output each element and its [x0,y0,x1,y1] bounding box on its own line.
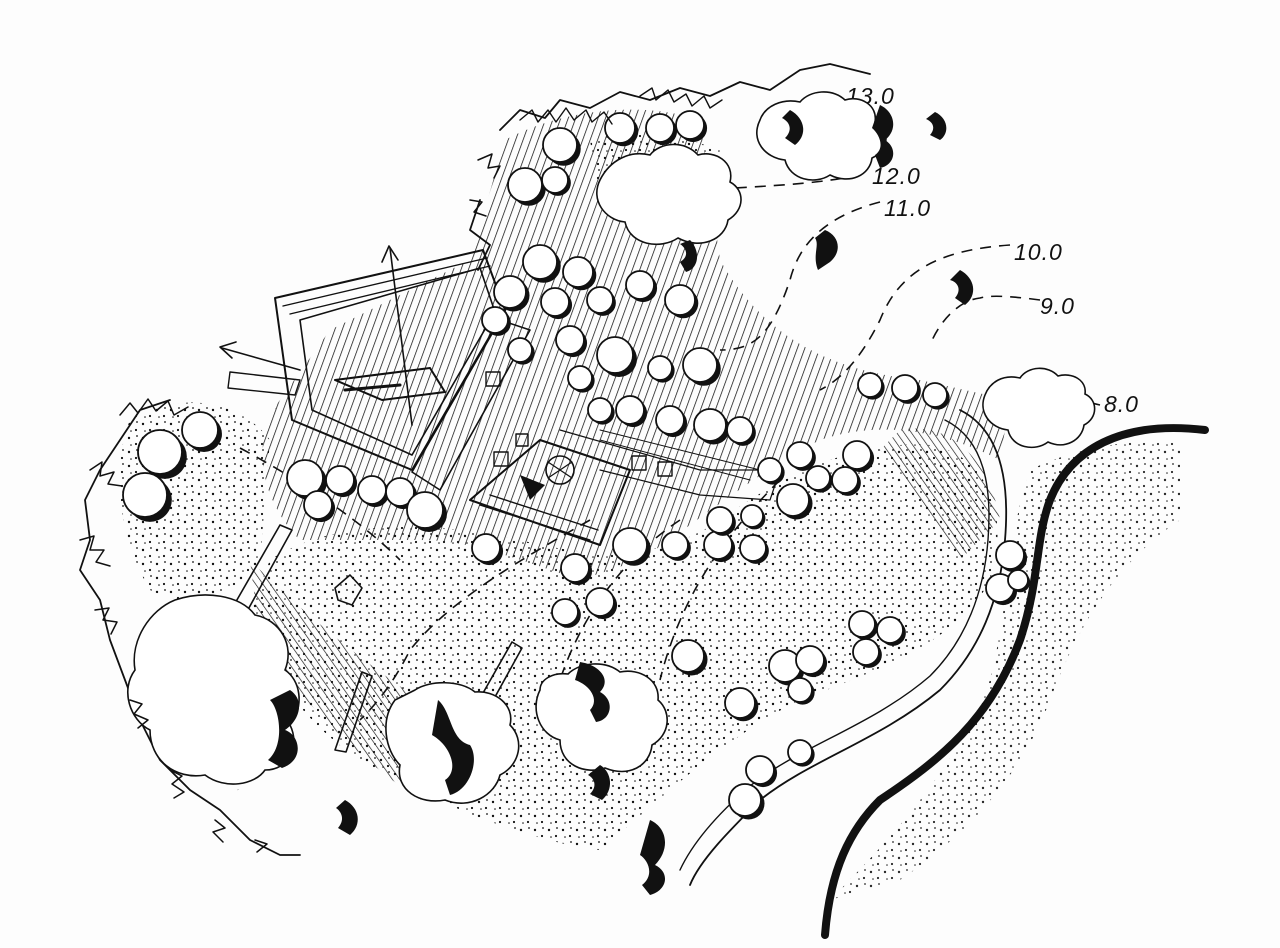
tree-icon [596,336,634,374]
tree-icon [493,275,527,309]
tree-icon [703,530,733,560]
tree-icon [612,527,648,563]
tree-icon [507,337,533,363]
tree-icon [842,440,872,470]
tree-icon [645,113,675,143]
contour-label-10: 10.0 [1014,239,1063,265]
contour-label-11: 11.0 [884,195,931,221]
tree-icon [831,466,859,494]
tree-icon [540,287,570,317]
tree-icon [555,325,585,355]
tree-icon [795,645,825,675]
contour-label-9: 9.0 [1040,293,1075,319]
arrow-icon [219,245,413,426]
tree-icon [567,365,593,391]
tree-icon [1007,569,1029,591]
shrub-masses [126,91,1096,895]
tree-icon [122,472,168,518]
tree-icon [325,465,355,495]
contour-label-8: 8.0 [1104,391,1139,417]
contour-label-12: 12.0 [872,163,921,189]
tree-icon [745,755,775,785]
tree-icon [675,110,705,140]
tree-icon [922,382,948,408]
tree-icon [876,616,904,644]
tree-icon [542,127,578,163]
tree-icon [655,405,685,435]
tree-icon [852,638,880,666]
tree-icon [740,504,764,528]
tree-icon [995,540,1025,570]
tree-icon [739,534,767,562]
tree-icon [757,457,783,483]
tree-icon [303,490,333,520]
tree-icon [522,244,558,280]
tree-icon [661,531,689,559]
tree-icon [560,553,590,583]
tree-icon [647,355,673,381]
tree-icon [137,429,183,475]
tree-icon [562,256,594,288]
foliage-edge [79,87,723,853]
tree-icon [891,374,919,402]
tree-icon [724,687,756,719]
tree-icon [805,465,831,491]
tree-icon [385,477,415,507]
vegetation-edge [79,63,871,856]
tree-icon [481,306,509,334]
tree-icon [471,533,501,563]
tree-icon [787,739,813,765]
tree-icon [586,286,614,314]
tree-icon [787,677,813,703]
tree-icon [406,491,444,529]
tree-icon [848,610,876,638]
tree-icon [857,372,883,398]
tree-icon [664,284,696,316]
tree-icon [181,411,219,449]
trees [122,110,1031,820]
tree-icon [604,112,636,144]
tree-icon [671,639,705,673]
tree-icon [551,598,579,626]
tree-icon [541,166,569,194]
tree-icon [706,506,734,534]
tree-icon [507,167,543,203]
tree-icon [682,347,718,383]
tree-icon [286,459,324,497]
tree-icon [587,397,613,423]
tree-icon [786,441,814,469]
tree-icon [726,416,754,444]
tree-icon [615,395,645,425]
tree-icon [585,587,615,617]
tree-icon [776,483,810,517]
tree-icon [728,783,762,817]
tree-icon [693,408,727,442]
building [227,249,531,491]
tree-icon [357,475,387,505]
tree-icon [625,270,655,300]
